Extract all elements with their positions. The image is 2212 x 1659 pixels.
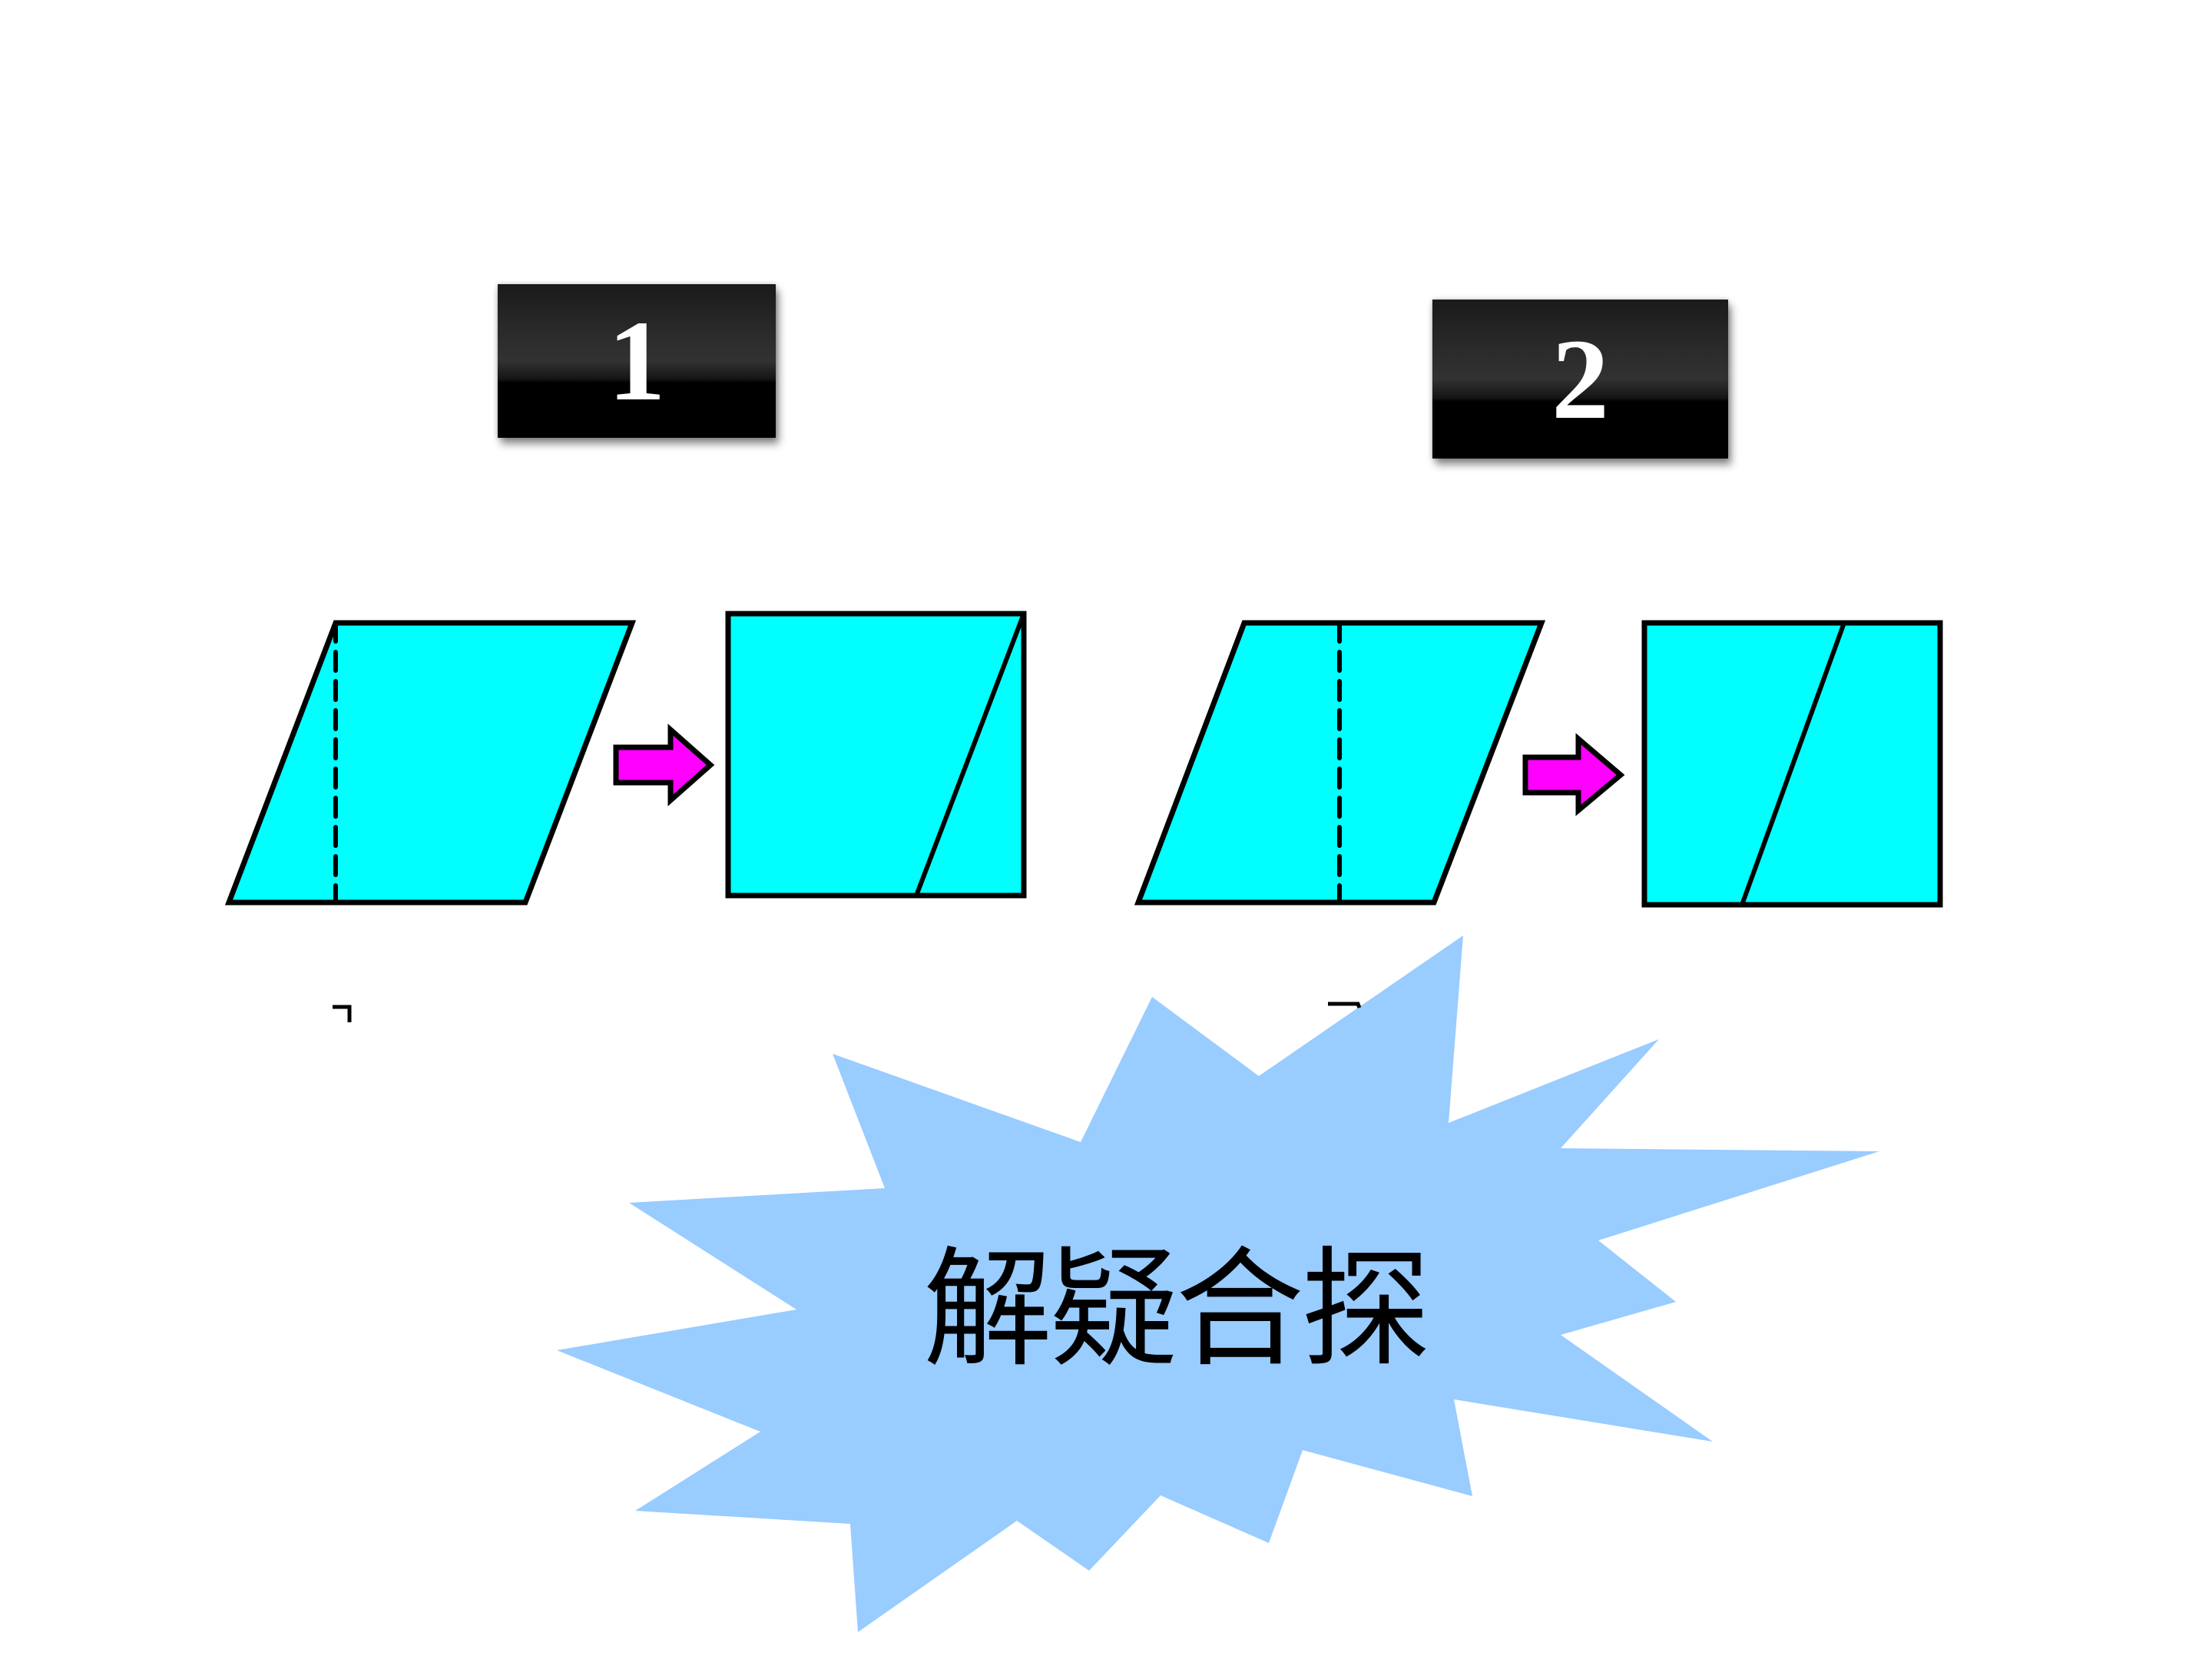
transform-arrow-2-icon [1522, 733, 1625, 816]
split-line-1 [914, 612, 1026, 897]
starburst-shape [557, 935, 1879, 1632]
parallelogram-2 [1134, 620, 1546, 906]
corner-mark-1 [333, 1005, 352, 1022]
badge-1-label: 1 [608, 297, 666, 425]
badge-2-label: 2 [1551, 315, 1609, 443]
figure-method-1 [224, 611, 1027, 906]
transform-arrow-1-icon [613, 724, 715, 806]
split-line-2 [1740, 621, 1846, 906]
figure-method-2 [1134, 620, 1943, 908]
starburst-title: 解疑合探 [923, 1233, 1430, 1385]
badge-2: 2 [1432, 300, 1728, 459]
rectangle-1 [725, 611, 1027, 899]
parallelogram-1 [224, 620, 637, 906]
badge-1: 1 [498, 284, 776, 438]
corner-mark-2 [1328, 1002, 1362, 1008]
